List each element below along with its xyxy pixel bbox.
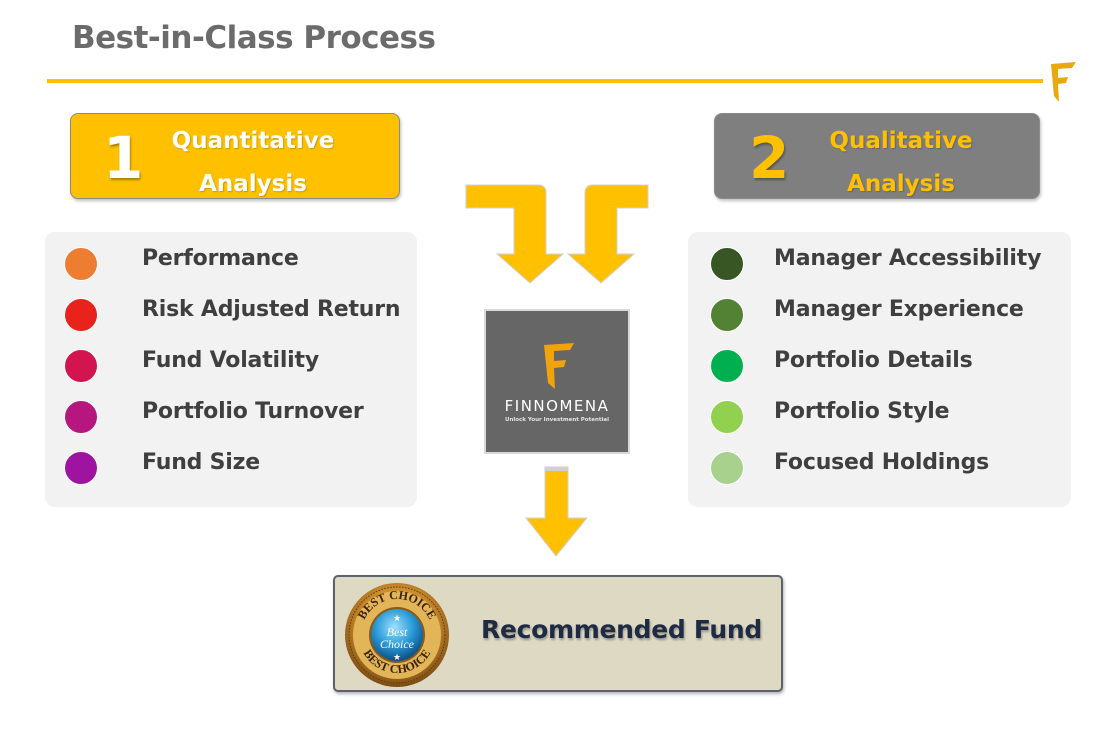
step-2-title-line1: Qualitative (829, 128, 973, 154)
criteria-item: Fund Size (142, 450, 260, 475)
svg-text:★: ★ (393, 614, 401, 624)
step-2-number: 2 (749, 124, 790, 192)
logo-tagline: Unlock Your Investment Potential (505, 417, 609, 423)
criteria-item: Manager Accessibility (774, 246, 1042, 271)
criteria-bullet-icon (710, 451, 744, 485)
step-1-title-line1: Quantitative (171, 128, 335, 154)
recommended-fund-label: Recommended Fund (481, 615, 763, 644)
quantitative-criteria-panel: Performance Risk Adjusted Return Fund Vo… (45, 232, 417, 507)
step-1-title-line2: Analysis (199, 171, 307, 197)
criteria-item: Portfolio Details (774, 348, 973, 373)
best-choice-badge-icon: BEST CHOICE BEST CHOICE ★ Best Choice ★ (345, 583, 449, 687)
finnomena-f-logo-icon (544, 343, 574, 389)
criteria-item: Portfolio Turnover (142, 399, 364, 424)
criteria-bullet-icon (64, 451, 98, 485)
criteria-item: Manager Experience (774, 297, 1024, 322)
step-1-header: 1 Quantitative Analysis (70, 113, 400, 199)
criteria-bullet-icon (710, 349, 744, 383)
step-2-title-line2: Analysis (847, 171, 955, 197)
criteria-bullet-icon (710, 400, 744, 434)
criteria-item: Performance (142, 246, 299, 271)
finnomena-logo: FINNOMENA Unlock Your Investment Potenti… (484, 309, 630, 454)
logo-name: FINNOMENA (504, 397, 610, 415)
criteria-item: Focused Holdings (774, 450, 990, 475)
criteria-bullet-icon (64, 298, 98, 332)
step-1-number: 1 (103, 124, 144, 192)
bent-arrow-left-icon (465, 184, 565, 284)
criteria-item: Portfolio Style (774, 399, 950, 424)
criteria-bullet-icon (710, 247, 744, 281)
finnomena-f-icon (1051, 62, 1076, 102)
title-underline (47, 79, 1043, 83)
step-2-header: 2 Qualitative Analysis (714, 113, 1040, 199)
criteria-bullet-icon (64, 247, 98, 281)
page-title: Best-in-Class Process (72, 20, 436, 56)
criteria-bullet-icon (710, 298, 744, 332)
down-arrow-icon (524, 466, 589, 557)
recommended-fund-box: BEST CHOICE BEST CHOICE ★ Best Choice ★ … (333, 575, 783, 692)
step-1-title: Quantitative Analysis (163, 120, 343, 206)
step-2-title: Qualitative Analysis (811, 120, 991, 206)
svg-text:★: ★ (393, 653, 401, 663)
svg-text:Best: Best (387, 625, 408, 639)
criteria-item: Fund Volatility (142, 348, 319, 373)
criteria-item: Risk Adjusted Return (142, 297, 401, 322)
svg-text:Choice: Choice (380, 637, 415, 651)
criteria-bullet-icon (64, 349, 98, 383)
bent-arrow-right-icon (566, 184, 649, 284)
qualitative-criteria-panel: Manager Accessibility Manager Experience… (688, 232, 1071, 507)
criteria-bullet-icon (64, 400, 98, 434)
